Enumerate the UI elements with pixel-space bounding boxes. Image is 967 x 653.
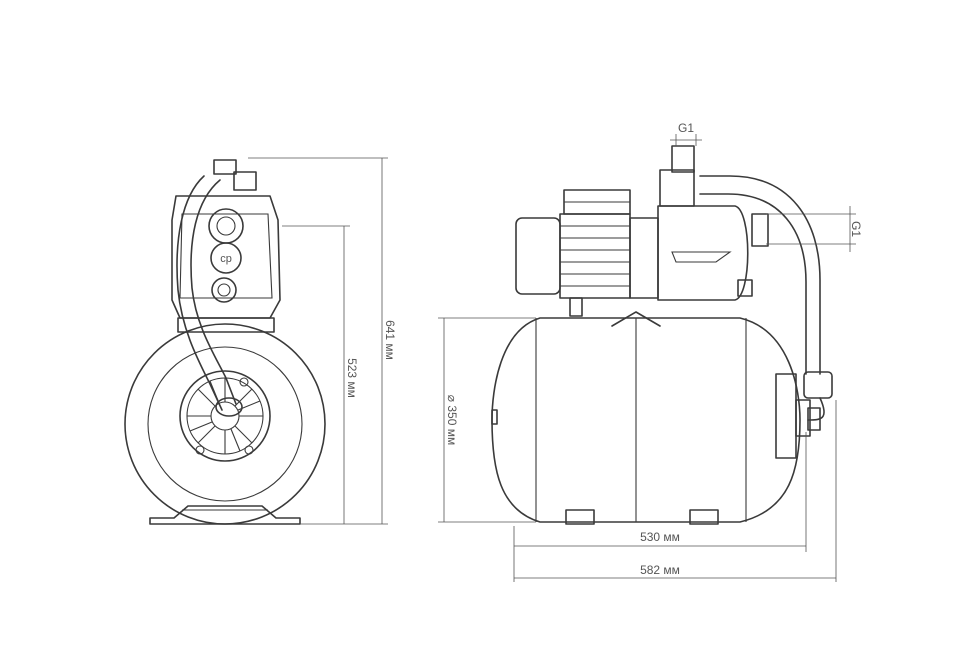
hose-front (176, 175, 243, 417)
side-view: G1 G1 ⌀ 350 мм 530 мм 582 мм (438, 121, 863, 582)
pump-body-front: cp (171, 159, 281, 333)
inlet-thread-label: G1 (849, 221, 863, 237)
side-dimensions (438, 134, 856, 582)
tank-front (124, 323, 326, 525)
tank-diameter-label: ⌀ 350 мм (445, 395, 459, 445)
total-length-label: 582 мм (640, 563, 680, 577)
tank-length-label: 530 мм (640, 530, 680, 544)
pump-head-side (629, 145, 769, 301)
hose-side (699, 175, 833, 421)
motor-side (515, 189, 631, 317)
svg-text:cp: cp (220, 253, 232, 265)
front-dimensions (248, 157, 388, 525)
tank-flange (775, 373, 821, 459)
front-view: cp 641 мм 523 мм (124, 157, 397, 525)
outlet-thread-label: G1 (678, 121, 694, 135)
tank-side (491, 311, 801, 525)
tank-height-label: 523 мм (345, 358, 359, 398)
total-height-label: 641 мм (383, 320, 397, 360)
